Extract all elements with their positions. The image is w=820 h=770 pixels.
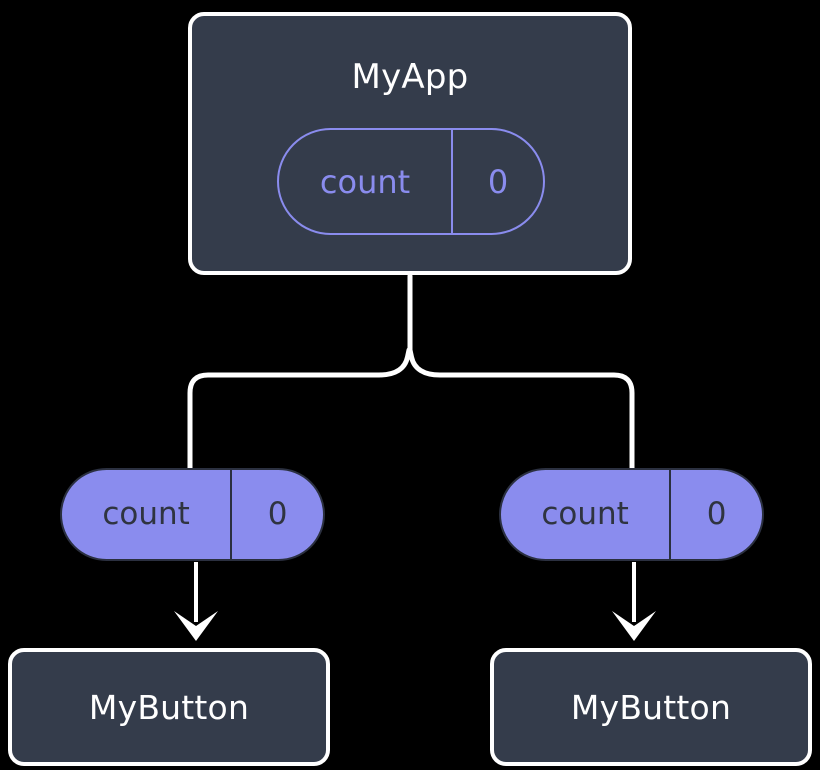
prop-pill-value: 0 — [267, 496, 288, 532]
state-pill-myapp[interactable]: count 0 — [277, 128, 545, 235]
prop-pill-key: count — [501, 470, 672, 559]
prop-pill-key: count — [62, 470, 233, 559]
prop-pill-left[interactable]: count 0 — [60, 468, 325, 561]
prop-pill-right[interactable]: count 0 — [499, 468, 764, 561]
branch-connector-path — [187, 273, 635, 471]
component-title-myapp: MyApp — [351, 57, 469, 97]
state-pill-key: count — [279, 130, 454, 233]
prop-pill-value: 0 — [706, 496, 727, 532]
state-pill-value: 0 — [487, 162, 509, 201]
component-node-mybutton-left[interactable]: MyButton — [8, 648, 330, 766]
component-title-mybutton-right: MyButton — [570, 687, 732, 727]
arrow-right — [612, 562, 656, 641]
component-title-mybutton-left: MyButton — [88, 687, 250, 727]
arrow-left — [174, 562, 218, 641]
component-node-mybutton-right[interactable]: MyButton — [490, 648, 812, 766]
arrow-left-head — [174, 611, 218, 641]
arrow-right-head — [612, 611, 656, 641]
